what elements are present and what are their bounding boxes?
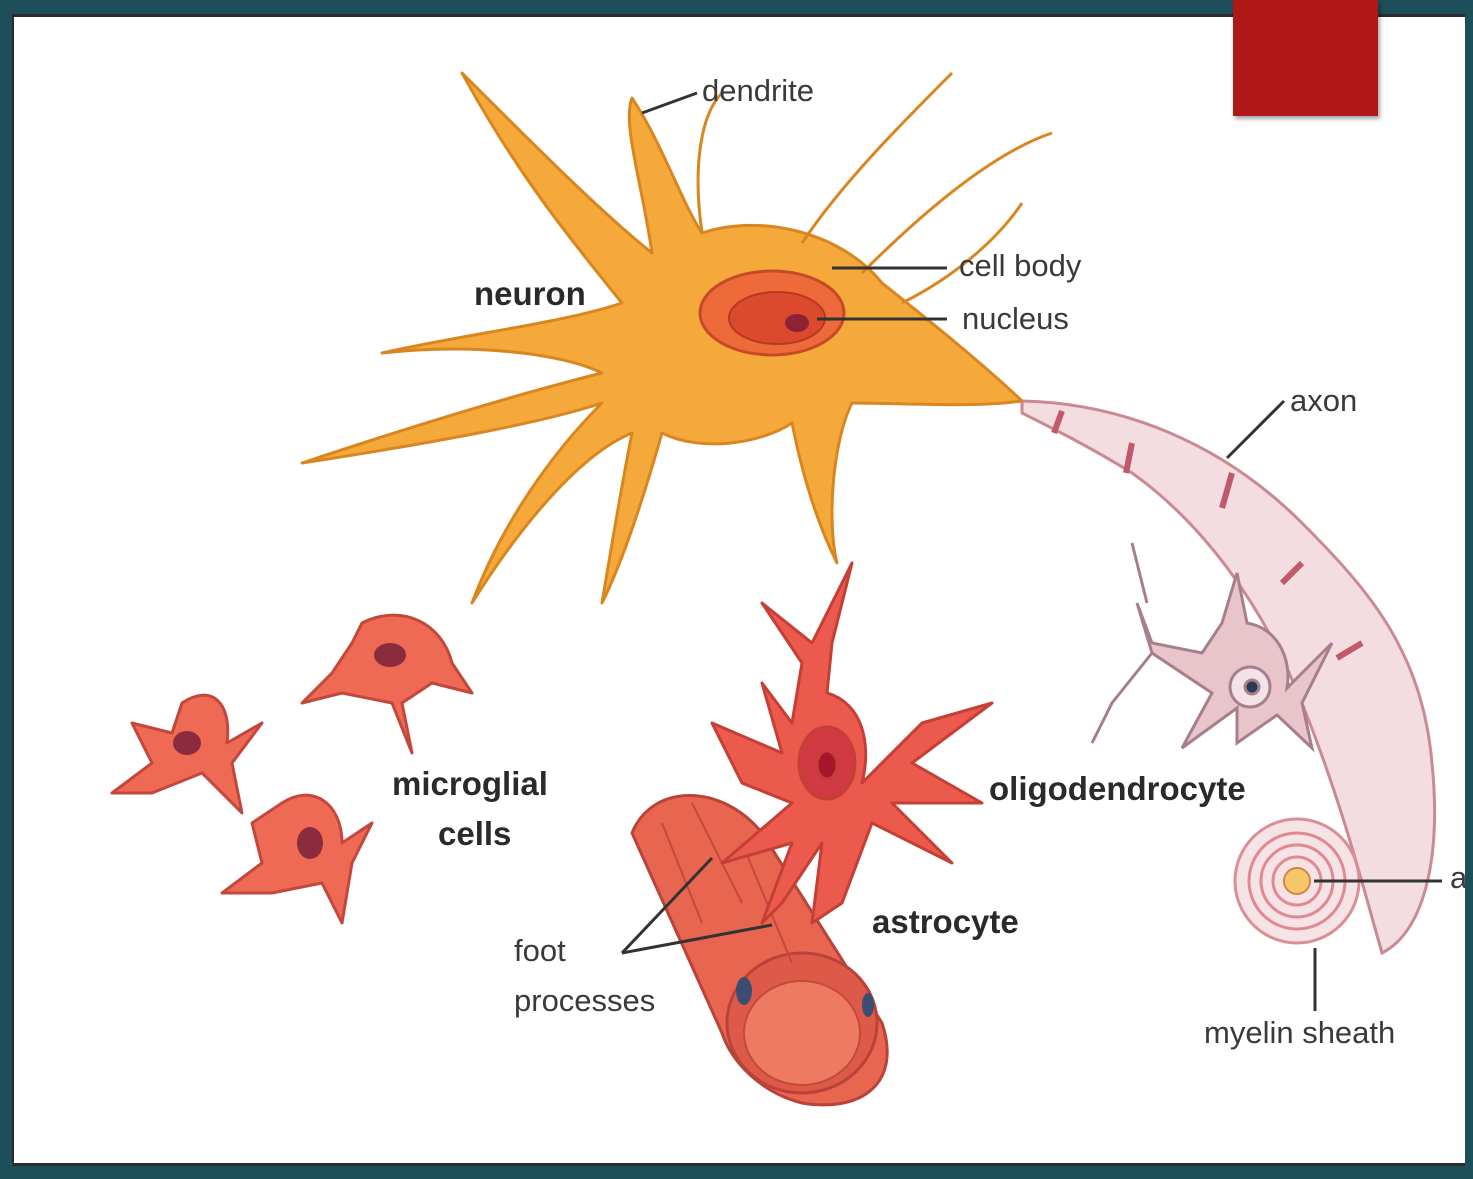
label-astrocyte: astrocyte <box>872 905 1019 938</box>
label-microglial: microglial <box>392 767 548 800</box>
label-nucleus: nucleus <box>962 303 1069 334</box>
label-processes: processes <box>514 985 655 1016</box>
label-foot: foot <box>514 935 566 966</box>
accent-block <box>1233 0 1378 116</box>
neuron-shape <box>302 73 1052 603</box>
label-axon-cut: a <box>1450 862 1465 893</box>
label-oligodendrocyte: oligodendrocyte <box>989 772 1246 805</box>
glial-cells-illustration <box>14 17 1465 1166</box>
label-cell-body: cell body <box>959 250 1081 281</box>
label-cells: cells <box>438 817 511 850</box>
label-axon: axon <box>1290 385 1357 416</box>
label-myelin-sheath: myelin sheath <box>1204 1017 1395 1048</box>
label-dendrite: dendrite <box>702 75 814 106</box>
label-neuron: neuron <box>474 277 586 310</box>
diagram-panel: dendrite neuron cell body nucleus axon m… <box>12 14 1465 1166</box>
